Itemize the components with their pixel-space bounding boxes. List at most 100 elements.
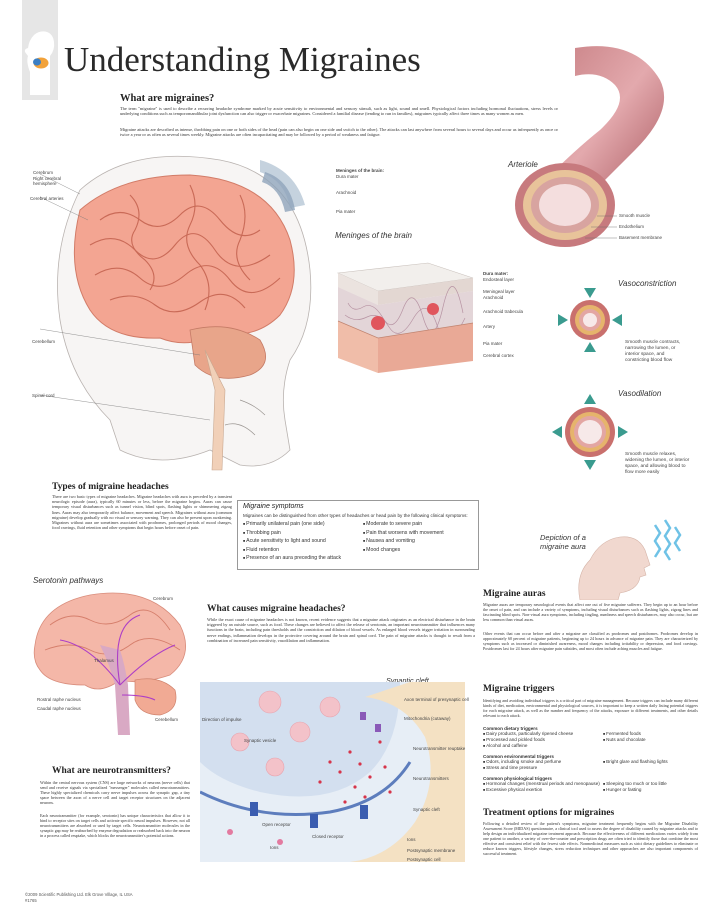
meninges-illustration [336, 262, 474, 373]
trigger-item: Hunger or fasting [603, 787, 693, 793]
arteriole-label-1: Endothelium [619, 224, 645, 229]
logo [22, 0, 58, 100]
meninges-dura-title: Dura mater: [483, 271, 509, 276]
trigger-list-right: Fermented foods Nuts and chocolate [603, 731, 693, 743]
vasodilation-title: Vasodilation [618, 389, 662, 398]
vasoconstriction-illustration [558, 288, 622, 352]
head-label-cerebrum: Cerebrum [33, 170, 54, 175]
head-brain-icon [24, 31, 55, 95]
synaptic-label-8: Direction of impulse [202, 717, 242, 722]
head-label-cerebral-arteries: Cerebral arteries [30, 196, 64, 201]
synaptic-label-10: Open receptor [262, 822, 291, 827]
synaptic-label-3: Neurotransmitters [413, 776, 449, 781]
head-label-cerebellum: Cerebellum [32, 339, 56, 344]
treatment-heading: Treatment options for migraines [483, 808, 615, 818]
aura-depiction-title: Depiction of a migraine aura [540, 533, 586, 551]
symptom-item: Acute sensitivity to light and sound [243, 537, 341, 546]
trigger-item: Bright glare and flashing lights [603, 759, 693, 765]
trigger-group-physiological: Common physiological triggers Hormonal c… [483, 776, 698, 799]
meninges-label-3: Arachnoid trabecula [483, 309, 524, 314]
triggers-heading: Migraine triggers [483, 684, 555, 694]
trigger-list-left: Odors, including smoke and perfume Stres… [483, 759, 603, 771]
synaptic-label-5: Ions [407, 837, 416, 842]
trigger-group-title: Common physiological triggers [483, 776, 552, 781]
serotonin-label-0: Cerebrum [153, 596, 174, 601]
auras-p1: Migraine auras are temporary neurologica… [483, 602, 698, 622]
synaptic-title: Synaptic cleft [386, 676, 429, 685]
head-label-arachnoid: Arachnoid [336, 190, 357, 195]
symptom-item: Nausea and vomiting [363, 537, 444, 546]
synaptic-label-2: Neurotransmitter reuptake [413, 746, 466, 751]
what-are-heading: What are migraines? [120, 93, 215, 104]
trigger-item: Hormonal changes (menstrual periods and … [483, 781, 603, 787]
neuro-heading: What are neurotransmitters? [52, 766, 171, 776]
synaptic-label-6: Postsynaptic membrane [407, 848, 456, 853]
serotonin-label-2: Rostral raphe nucleus [37, 697, 81, 702]
vasoconstriction-title: Vasoconstriction [618, 279, 677, 288]
what-are-p1: The term "migraine" is used to describe … [120, 106, 558, 117]
serotonin-label-3: Caudal raphe nucleus [37, 706, 81, 711]
what-are-p2: Migraine attacks are described as intens… [120, 127, 558, 138]
head-label-spinal-cord: Spinal cord [32, 393, 55, 398]
symptom-item: Mood changes [363, 546, 444, 555]
trigger-item: Fermented foods [603, 731, 693, 737]
treatment-text: Following a detailed review of the patie… [483, 821, 698, 856]
meninges-title: Meninges of the brain [335, 231, 412, 240]
causes-heading: What causes migraine headaches? [207, 604, 346, 614]
meninges-label-6: Cerebral cortex [483, 353, 514, 358]
synaptic-illustration [200, 682, 465, 862]
symptom-item: Pain that worsens with movement [363, 529, 444, 538]
arteriole-illustration [515, 46, 665, 247]
trigger-group-environmental: Common environmental triggers Odors, inc… [483, 754, 698, 777]
synaptic-label-9: Synaptic vesicle [244, 738, 277, 743]
head-brain-illustration [40, 155, 312, 471]
serotonin-label-1: Thalamus [94, 658, 114, 663]
meninges-label-0: Endosteal layer [483, 277, 515, 282]
vasodilation-illustration [552, 394, 628, 470]
trigger-list-right: Sleeping too much or too little Hunger o… [603, 781, 693, 793]
head-label-pia: Pia mater [336, 209, 356, 214]
serotonin-label-4: Cerebellum [155, 717, 179, 722]
arteriole-label-0: Smooth muscle [619, 213, 651, 218]
neuro-p2: Each neurotransmitter (for example, sero… [40, 813, 190, 838]
synaptic-label-7: Postsynaptic cell [407, 857, 441, 862]
causes-text: While the exact cause of migraine headac… [207, 617, 475, 643]
synaptic-label-0: Axon terminal of presynaptic cell [404, 697, 469, 702]
synaptic-label-11: Closed receptor [312, 834, 344, 839]
trigger-group-title: Common dietary triggers [483, 726, 538, 731]
trigger-list-right: Bright glare and flashing lights [603, 759, 693, 765]
synaptic-label-1: Mitochondria (cutaway) [404, 716, 451, 721]
synaptic-label-4: Synaptic cleft [413, 807, 440, 812]
arteriole-label-2: Basement membrane [619, 235, 663, 240]
head-label-dura: Dura mater [336, 174, 359, 179]
symptom-item: Primarily unilateral pain (one side) [243, 520, 341, 529]
trigger-item: Sleeping too much or too little [603, 781, 693, 787]
footer-code: #1765 [25, 898, 37, 903]
trigger-list-left: Dairy products, particularly ripened che… [483, 731, 603, 749]
head-label-right-hemisphere: Right cerebral hemisphere [33, 176, 62, 186]
trigger-list-left: Hormonal changes (menstrual periods and … [483, 781, 603, 793]
symptoms-right-list: Moderate to severe pain Pain that worsen… [363, 520, 444, 554]
symptom-item: Presence of an aura preceding the attack [243, 554, 341, 563]
meninges-label-1: Meningeal layer [483, 289, 515, 294]
trigger-item: Nuts and chocolate [603, 737, 693, 743]
symptoms-intro: Migraines can be distinguished from othe… [243, 513, 468, 518]
auras-p2: Other events that can occur before and a… [483, 631, 698, 651]
vasodilation-desc: Smooth muscle relaxes, widening the lume… [625, 452, 690, 475]
auras-heading: Migraine auras [483, 589, 546, 599]
trigger-item: Dairy products, particularly ripened che… [483, 731, 603, 737]
symptom-item: Moderate to severe pain [363, 520, 444, 529]
types-text: There are two basic types of migraine he… [52, 494, 232, 531]
serotonin-illustration [33, 592, 187, 735]
symptom-item: Fluid retention [243, 546, 341, 555]
vasoconstriction-desc: Smooth muscle contracts, narrowing the l… [625, 340, 681, 363]
meninges-label-2: Arachnoid [483, 295, 504, 300]
symptoms-box: Migraine symptoms Migraines can be disti… [237, 500, 479, 570]
footer-copyright: ©2009 Scientific Publishing Ltd. Elk Gro… [25, 892, 133, 897]
trigger-item: Excessive physical exertion [483, 787, 603, 793]
serotonin-title: Serotonin pathways [33, 576, 104, 585]
symptom-item: Throbbing pain [243, 529, 341, 538]
types-heading: Types of migraine headaches [52, 482, 169, 492]
trigger-item: Stress and time pressure [483, 765, 603, 771]
page-title: Understanding Migraines [64, 40, 421, 79]
